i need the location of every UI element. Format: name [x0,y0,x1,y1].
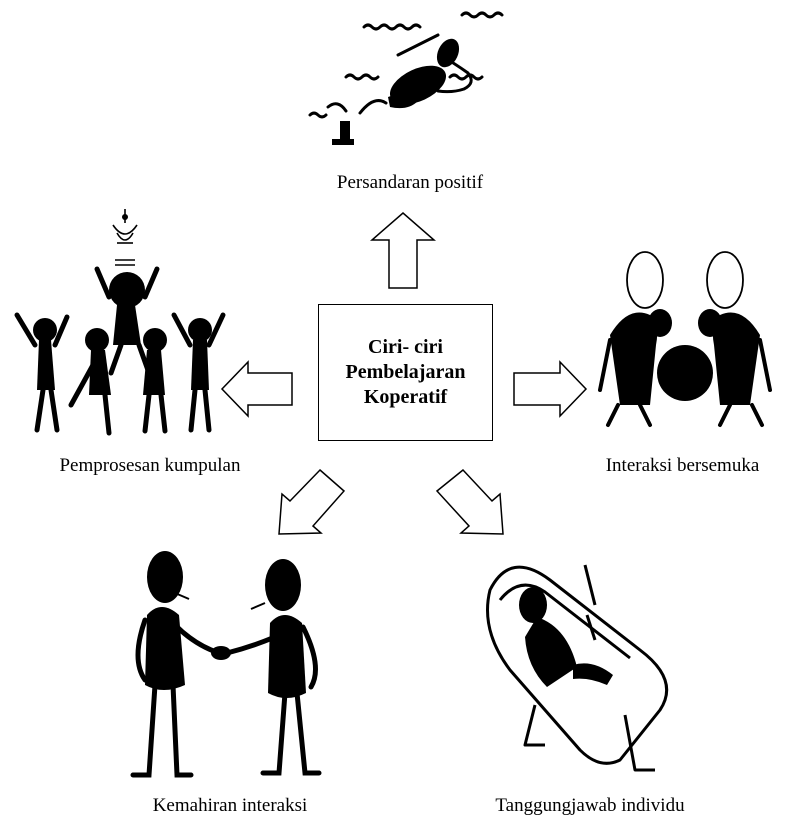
arrow-down-left [278,468,346,535]
arrow-down-right [435,468,504,535]
facing-figures-icon [598,251,772,427]
caption-bottom-right: Tanggungjawab individu [495,795,685,816]
center-title-line-3: Koperatif [363,386,448,408]
caption-top: Persandaran positif [336,172,484,193]
caption-left: Pemprosesan kumpulan [59,455,241,476]
caption-bottom-left: Kemahiran interaksi [152,795,308,816]
swimmers-icon [308,11,504,145]
arrow-up [369,212,437,289]
arrow-left [220,360,293,418]
reclining-person-icon [486,564,669,772]
caption-right: Interaksi bersemuka [605,455,760,476]
center-title-line-2: Pembelajaran [345,361,466,383]
cheering-team-icon [14,209,226,436]
center-title-line-1: Ciri- ciri [368,336,443,358]
arrow-right [513,360,588,418]
handshake-icon [130,551,322,778]
center-title-box: Ciri- ciri Pembelajaran Koperatif [318,304,493,441]
